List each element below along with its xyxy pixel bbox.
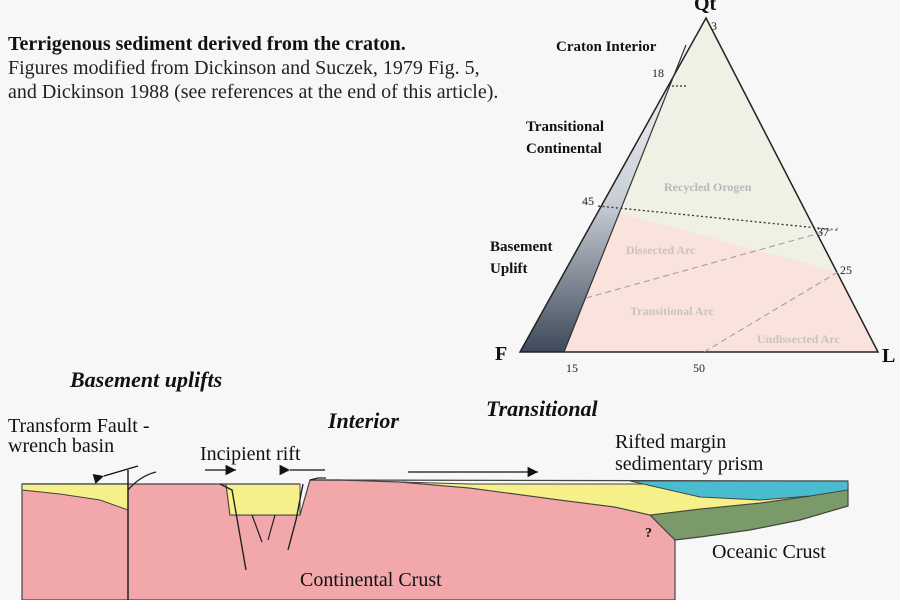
continental-crust-label: Continental Crust [300,569,442,591]
transform-fault-label-1: Transform Fault - [8,415,149,437]
surface-line [22,479,849,485]
apex-f-label: F [495,343,507,365]
rift-fault-left [219,483,247,571]
arc-field [564,210,878,352]
uncertain-boundary-mark: ? [645,526,652,541]
basement-uplifts-label: Basement uplifts [69,367,222,392]
tick-45: 45 [582,194,594,208]
transitional-label: Transitional [486,396,599,421]
fault-splay [127,471,157,491]
apex-qt-label: Qt [694,0,717,15]
tick-18: 18 [652,66,664,80]
transitional-continental-label-2: Continental [526,141,602,157]
tick-15: 15 [566,361,578,375]
interior-label: Interior [327,408,399,433]
tick-37: 37 [817,225,829,239]
tick-50: 50 [693,361,705,375]
dissected-arc-label: Dissected Arc [626,243,696,257]
boundary-undissected [703,271,839,353]
recycled-orogen-field [608,18,838,272]
craton-interior-label: Craton Interior [556,39,657,55]
incipient-rift-label: Incipient rift [200,443,301,465]
transform-fault-label-2: wrench basin [8,435,114,457]
ternary-diagram: Qt F L Craton Interior Transitional Cont… [490,0,895,375]
recycled-orogen-label: Recycled Orogen [664,180,752,194]
caption-body: Figures modified from Dickinson and Sucz… [8,57,499,103]
rift-fault-right [287,483,304,551]
transitional-arc-label: Transitional Arc [630,304,715,318]
basement-uplift-label-1: Basement [490,239,553,255]
rift-sediment [225,483,301,516]
rift-fault-inner-2 [267,514,276,541]
rift-shoulder [309,477,326,481]
rifted-margin-label-2: sedimentary prism [615,453,764,475]
cross-section: Basement uplifts Interior Transitional T… [8,367,849,600]
caption-title: Terrigenous sediment derived from the cr… [8,33,406,55]
transitional-continental-label-1: Transitional [526,119,604,135]
basement-uplift-label-2: Uplift [490,261,528,277]
rifted-margin-label-1: Rifted margin [615,431,726,453]
band-edge [563,44,687,353]
tick-25: 25 [840,263,852,277]
apex-l-label: L [882,345,895,367]
tick-3: 3 [711,19,717,33]
wrench-arrow [92,465,139,484]
caption: Terrigenous sediment derived from the cr… [8,32,508,104]
boundary-dissected [585,227,839,299]
ternary-outline [518,16,880,353]
undissected-arc-label: Undissected Arc [757,332,840,346]
oceanic-crust-label: Oceanic Crust [712,541,826,563]
rift-fault-inner-1 [251,514,263,543]
